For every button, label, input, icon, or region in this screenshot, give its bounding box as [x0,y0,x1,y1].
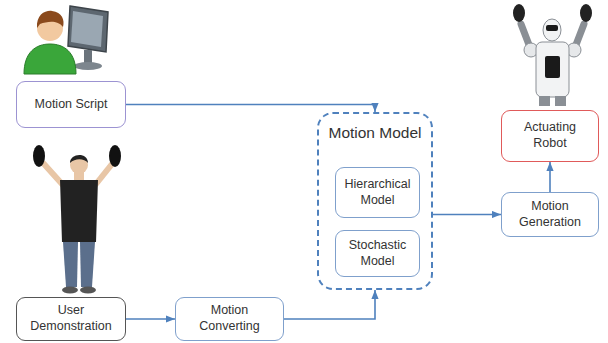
flow-arrow [126,105,375,113]
group-title: Motion Model [328,123,421,142]
flow-arrow [433,214,501,216]
monitor [68,6,108,52]
right-leg [80,242,95,287]
left-glove [33,145,45,167]
box-label: Motion Script [35,97,108,113]
computer-user-icon [24,6,108,74]
flow-arrow [126,318,175,320]
box-label: Hierarchical Model [343,177,412,208]
left-shoe [62,287,78,294]
robot-figure [513,4,592,106]
box-label: Motion Generation [509,199,591,230]
left-leg [63,242,78,287]
robot-right-hand [580,4,592,22]
robot-head [543,19,561,41]
monitor-base [74,62,102,70]
process-box: Motion Converting [175,297,284,341]
process-box: Motion Generation [501,192,599,237]
flow-arrow [284,290,375,319]
robot-visor [546,25,558,31]
output-box: Actuating Robot [501,110,599,162]
box-label: User Demonstration [24,303,118,334]
monitor-stand [84,50,92,64]
person-hair [37,11,64,28]
box-label: Motion Converting [183,303,276,334]
head [70,156,88,174]
demonstrator-figure [33,145,121,294]
box-label: Stochastic Model [343,238,412,269]
process-box: User Demonstration [16,297,126,341]
model-box: Stochastic Model [335,230,420,277]
model-box: Hierarchical Model [335,167,420,218]
right-shoe [80,287,96,294]
robot-chest-panel [545,56,560,78]
right-arm [96,164,112,184]
robot-left-hand [513,4,525,22]
monitor-screen [71,11,103,47]
robot-torso [536,42,569,97]
flow-arrow [549,162,551,192]
vest [60,180,98,242]
robot-left-leg [539,96,550,106]
process-box: Motion Script [16,81,126,128]
robot-right-leg [555,96,566,106]
model-group: Motion ModelHierarchical ModelStochastic… [317,112,433,290]
left-arm [44,164,62,184]
box-label: Actuating Robot [509,120,591,151]
person-body [24,44,76,74]
right-glove [109,145,121,167]
hair [70,155,88,163]
